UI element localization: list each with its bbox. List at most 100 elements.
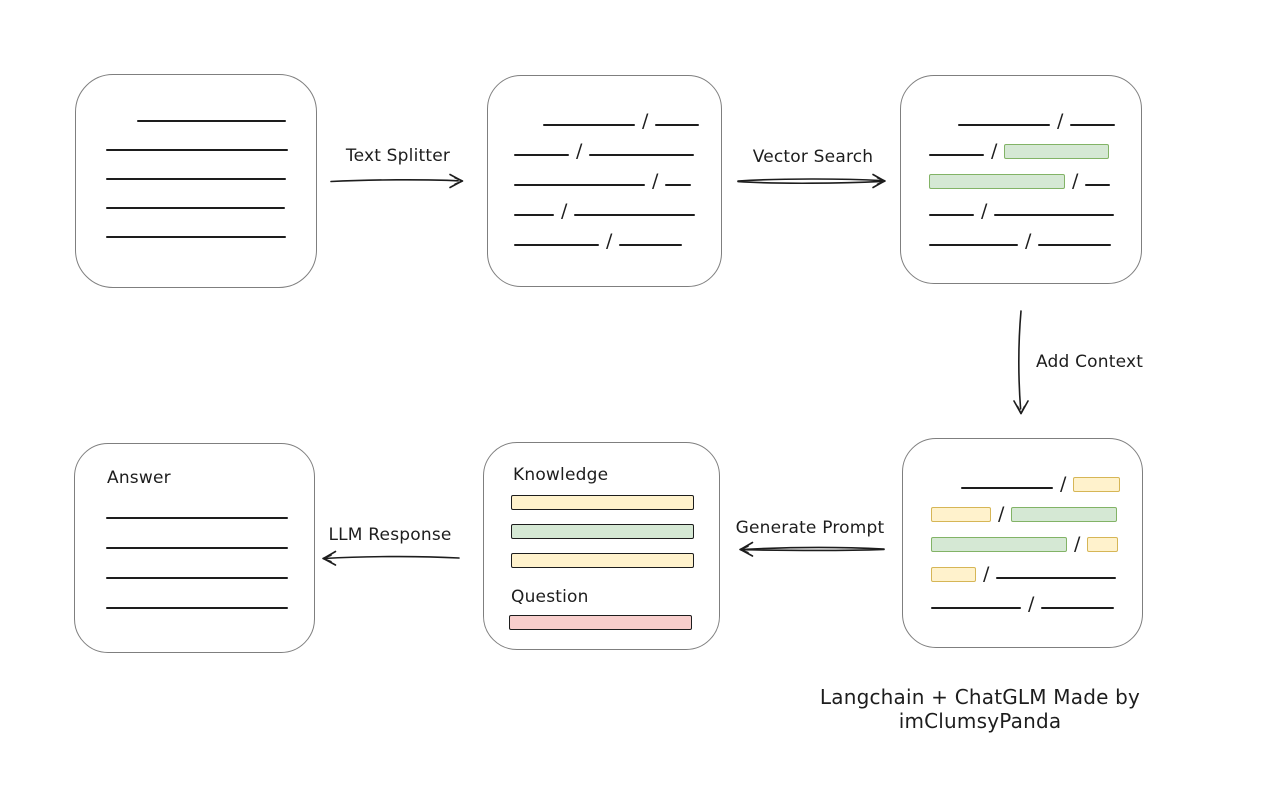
answer-lines (75, 444, 314, 609)
chunk-separator-slash: / (606, 230, 613, 252)
vector-search-label: Vector Search (752, 147, 874, 167)
chunk-text-line (961, 487, 1053, 489)
source-document-box (75, 74, 317, 288)
arrow-head-inner (454, 177, 464, 185)
text-line (106, 607, 288, 609)
add-context-label: Add Context (1036, 352, 1144, 372)
chunk-text-line (514, 154, 569, 156)
chunk-text-line (1041, 607, 1115, 609)
text-line (106, 149, 288, 151)
arrow-shaft-2 (740, 548, 885, 552)
chunk-text-line (929, 244, 1018, 246)
chunk-separator-slash: / (642, 110, 649, 132)
chunk-text-line (1070, 124, 1116, 126)
arrow-head-inner (876, 177, 886, 185)
arrow-shaft (1018, 310, 1022, 410)
arrow-shaft (330, 179, 459, 183)
chunk-text-line (996, 577, 1117, 579)
chunk-separator-slash: / (561, 200, 568, 222)
arrow-shaft-2 (737, 180, 883, 185)
text-splitter-arrow-icon (330, 173, 464, 189)
knowledge-bar-2 (511, 524, 694, 539)
llm-response-label: LLM Response (328, 525, 452, 545)
chunk-text-line (574, 214, 696, 216)
chunk-row: / (931, 491, 1142, 525)
highlight-chip-yellow (1087, 537, 1119, 552)
chunk-row: / (514, 158, 721, 192)
chunk-text-line (543, 124, 635, 126)
knowledge-label: Knowledge (513, 465, 609, 485)
answer-label: Answer (107, 468, 171, 488)
prompt-box: Knowledge Question (483, 442, 720, 650)
vector-matched-chunks-box: ///// (900, 75, 1142, 284)
chunk-rows: / / / / / (488, 76, 721, 252)
chunk-row: / (931, 551, 1142, 585)
text-line (106, 207, 285, 209)
arrow-head-inner (322, 554, 332, 563)
chunk-text-line (514, 214, 554, 216)
arrow-shaft (323, 555, 460, 560)
knowledge-bar-1 (511, 495, 694, 510)
diagram-caption: Langchain + ChatGLM Made by imClumsyPand… (819, 685, 1141, 733)
text-line (106, 547, 288, 549)
chunk-separator-slash: / (576, 140, 583, 162)
arrow-shaft (740, 546, 885, 551)
chunk-separator-slash: / (998, 503, 1005, 525)
llm-response-arrow-icon (322, 550, 460, 566)
text-splitter-label: Text Splitter (345, 146, 451, 166)
chunk-separator-slash: / (983, 563, 990, 585)
highlight-chip-green (931, 537, 1067, 552)
chunk-separator-slash: / (652, 170, 659, 192)
chunk-row: / (931, 521, 1142, 554)
chunk-text-line (994, 214, 1115, 216)
arrow-head-inner (739, 545, 749, 554)
chunk-row: / (543, 98, 721, 132)
add-context-arrow-icon (1013, 310, 1029, 415)
document-lines (76, 75, 316, 238)
context-chunks-box: ///// (902, 438, 1143, 648)
chunk-row: / (514, 218, 721, 252)
text-line (106, 178, 286, 180)
chunk-rows: ///// (901, 76, 1141, 252)
chunk-text-line (619, 244, 683, 246)
chunk-row: / (929, 218, 1141, 252)
arrow-head-inner (1016, 405, 1026, 415)
chunk-text-line (665, 184, 692, 186)
chunk-row: / (514, 188, 721, 222)
split-chunks-box: / / / / / (487, 75, 722, 287)
answer-box: Answer (74, 443, 315, 653)
chunk-text-line (589, 154, 695, 156)
chunk-row: / (929, 188, 1141, 221)
chunk-row: / (961, 461, 1142, 494)
text-line (106, 236, 286, 238)
text-line (137, 120, 286, 122)
chunk-text-line (931, 607, 1021, 609)
generate-prompt-label: Generate Prompt (735, 518, 885, 538)
highlight-chip-green (929, 174, 1065, 189)
chunk-separator-slash: / (1028, 593, 1035, 615)
highlight-chip-green (1004, 144, 1110, 159)
text-line (106, 577, 288, 579)
chunk-separator-slash: / (991, 140, 998, 162)
chunk-rows: ///// (903, 439, 1142, 615)
chunk-text-line (958, 124, 1050, 126)
chunk-row: / (929, 158, 1141, 192)
highlight-chip-yellow (1073, 477, 1121, 492)
arrow-shaft (737, 178, 883, 182)
chunk-separator-slash: / (1025, 230, 1032, 252)
question-bar (509, 615, 692, 630)
highlight-chip-yellow (931, 567, 976, 582)
chunk-separator-slash: / (1072, 170, 1079, 192)
knowledge-bars (511, 495, 694, 568)
chunk-text-line (1085, 184, 1111, 186)
highlight-chip-green (1011, 507, 1118, 522)
highlight-chip-yellow (931, 507, 991, 522)
chunk-text-line (929, 154, 984, 156)
generate-prompt-arrow-icon (739, 541, 885, 557)
chunk-text-line (514, 184, 645, 186)
chunk-text-line (929, 214, 974, 216)
chunk-text-line (514, 244, 599, 246)
chunk-row: / (958, 98, 1141, 132)
chunk-separator-slash: / (1057, 110, 1064, 132)
